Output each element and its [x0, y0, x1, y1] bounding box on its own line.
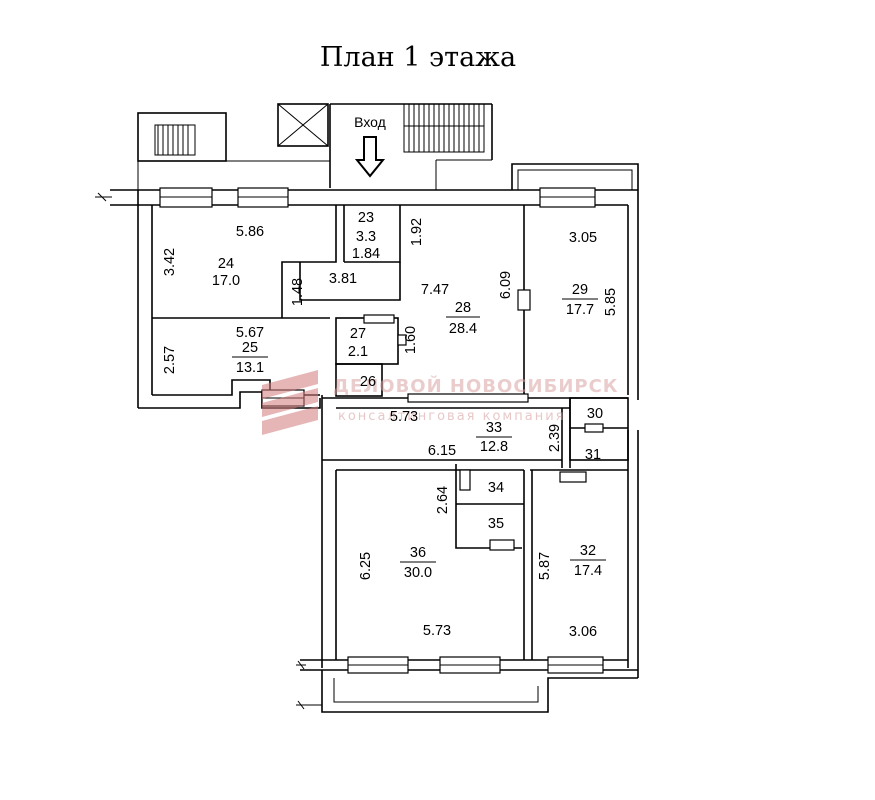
dimension-labels: 5.86 3.42 1.84 1.92 3.81 1.48 7.47 6.09 …: [162, 218, 619, 640]
room-33-area: 12.8: [480, 439, 508, 455]
room-labels: 23 3.3 24 17.0 25 13.1 26 27 2.1 28 28.4…: [212, 210, 606, 581]
watermark-line2: консалтинговая компания: [338, 409, 565, 424]
room-27-area: 2.1: [348, 344, 368, 360]
room-36-number: 36: [410, 545, 426, 561]
interior-walls: [152, 205, 629, 660]
dim-1-92: 1.92: [409, 218, 425, 246]
dim-5-67: 5.67: [236, 325, 264, 341]
room-36-area: 30.0: [404, 565, 432, 581]
dim-5-73-bottom: 5.73: [423, 623, 451, 639]
room-30-number: 30: [587, 406, 603, 422]
room-33-number: 33: [486, 420, 502, 436]
room-24-area: 17.0: [212, 273, 240, 289]
dim-2-64: 2.64: [435, 486, 451, 514]
dim-3-06: 3.06: [569, 624, 597, 640]
room-35-number: 35: [488, 516, 504, 532]
entrance-stair: [330, 103, 493, 190]
plan-title: План 1 этажа: [320, 42, 516, 73]
room-28-number: 28: [455, 300, 471, 316]
dim-3-05: 3.05: [569, 230, 597, 246]
dim-2-57: 2.57: [162, 346, 178, 374]
room-26-number: 26: [360, 374, 376, 390]
room-31-number: 31: [585, 447, 601, 463]
watermark-line1: ДЕЛОВОЙ НОВОСИБИРСК: [333, 375, 619, 397]
room-25-area: 13.1: [236, 360, 264, 376]
entrance-label: Вход: [354, 114, 386, 130]
dim-5-85: 5.85: [603, 288, 619, 316]
room-25-number: 25: [242, 340, 258, 356]
room-27-number: 27: [350, 326, 366, 342]
dim-6-25: 6.25: [358, 552, 374, 580]
room-29-number: 29: [572, 282, 588, 298]
dim-6-15: 6.15: [428, 443, 456, 459]
dim-3-42: 3.42: [162, 248, 178, 276]
dim-3-81: 3.81: [329, 271, 357, 287]
outer-walls: [95, 187, 639, 713]
dim-5-86: 5.86: [236, 224, 264, 240]
dim-5-87: 5.87: [537, 552, 553, 580]
dim-6-09: 6.09: [498, 271, 514, 299]
dim-5-73-corridor: 5.73: [390, 409, 418, 425]
dim-2-39: 2.39: [547, 424, 563, 452]
watermark-logo-icon: [262, 370, 318, 435]
shaft-box: [277, 103, 331, 188]
dim-7-47: 7.47: [421, 282, 449, 298]
room-32-area: 17.4: [574, 563, 602, 579]
watermark: ДЕЛОВОЙ НОВОСИБИРСК консалтинговая компа…: [262, 370, 619, 435]
dim-1-48: 1.48: [290, 278, 306, 306]
room-23-number: 23: [358, 210, 374, 226]
room-34-number: 34: [488, 480, 504, 496]
dim-1-84: 1.84: [352, 246, 380, 262]
room-23-area: 3.3: [356, 229, 376, 245]
stair-left: [137, 112, 330, 190]
room-32-number: 32: [580, 543, 596, 559]
room-29-area: 17.7: [566, 302, 594, 318]
balcony-top-right: [511, 163, 639, 190]
entrance-arrow-icon: [354, 136, 386, 178]
room-24-number: 24: [218, 256, 234, 272]
dim-1-60: 1.60: [403, 326, 419, 354]
room-28-area: 28.4: [449, 321, 477, 337]
